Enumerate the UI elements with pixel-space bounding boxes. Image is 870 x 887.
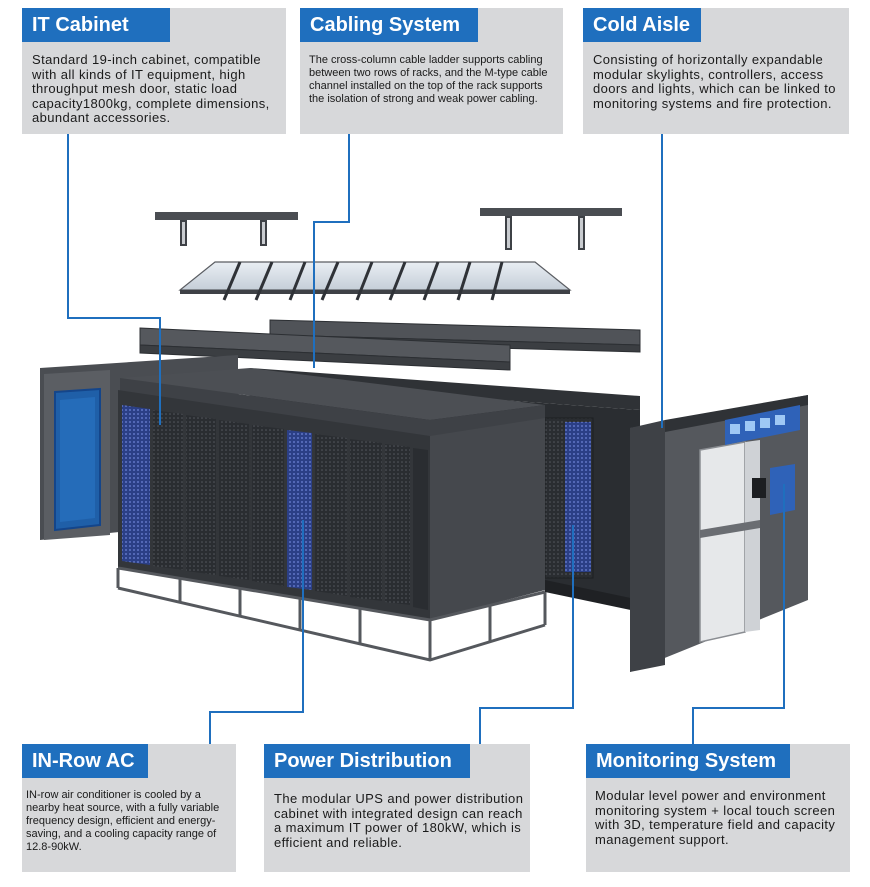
card-title: Cabling System xyxy=(300,8,478,42)
card-cabling-system: Cabling System The cross-column cable la… xyxy=(300,8,563,134)
card-description: Standard 19-inch cabinet, compatible wit… xyxy=(32,52,270,125)
front-cabinet-row xyxy=(116,368,547,662)
card-description: Modular level power and environment moni… xyxy=(595,788,836,847)
card-title: IT Cabinet xyxy=(22,8,170,42)
card-title: Monitoring System xyxy=(586,744,790,778)
card-it-cabinet: IT Cabinet Standard 19-inch cabinet, com… xyxy=(22,8,286,134)
card-description: IN-row air conditioner is cooled by a ne… xyxy=(26,789,220,853)
leader-cabling xyxy=(313,134,350,368)
card-cold-aisle: Cold Aisle Consisting of horizontally ex… xyxy=(583,8,849,134)
leader-lines xyxy=(67,134,785,744)
card-title: Power Distribution xyxy=(264,744,470,778)
leader-it-cabinet xyxy=(67,134,161,425)
cold-aisle-end-door xyxy=(630,395,808,672)
card-monitoring-system: Monitoring System Modular level power an… xyxy=(586,744,850,872)
card-description: The modular UPS and power distribution c… xyxy=(274,791,524,850)
cable-channel-front xyxy=(139,327,511,371)
card-description: Consisting of horizontally expandable mo… xyxy=(593,52,836,111)
card-inrow-ac: IN-Row AC IN-row air conditioner is cool… xyxy=(22,744,236,872)
leader-power xyxy=(479,525,574,744)
skylight-panels xyxy=(178,261,572,301)
card-title: IN-Row AC xyxy=(22,744,148,778)
leader-inrow-ac xyxy=(209,520,304,744)
cabinet-doors xyxy=(122,405,428,610)
leader-monitoring xyxy=(692,484,785,744)
card-description: The cross-column cable ladder supports c… xyxy=(309,54,548,105)
card-power-distribution: Power Distribution The modular UPS and p… xyxy=(264,744,530,872)
cabinet-base-frame xyxy=(116,566,547,662)
top-bracket-right xyxy=(480,208,622,250)
card-title: Cold Aisle xyxy=(583,8,701,42)
top-bracket-left xyxy=(155,212,298,246)
